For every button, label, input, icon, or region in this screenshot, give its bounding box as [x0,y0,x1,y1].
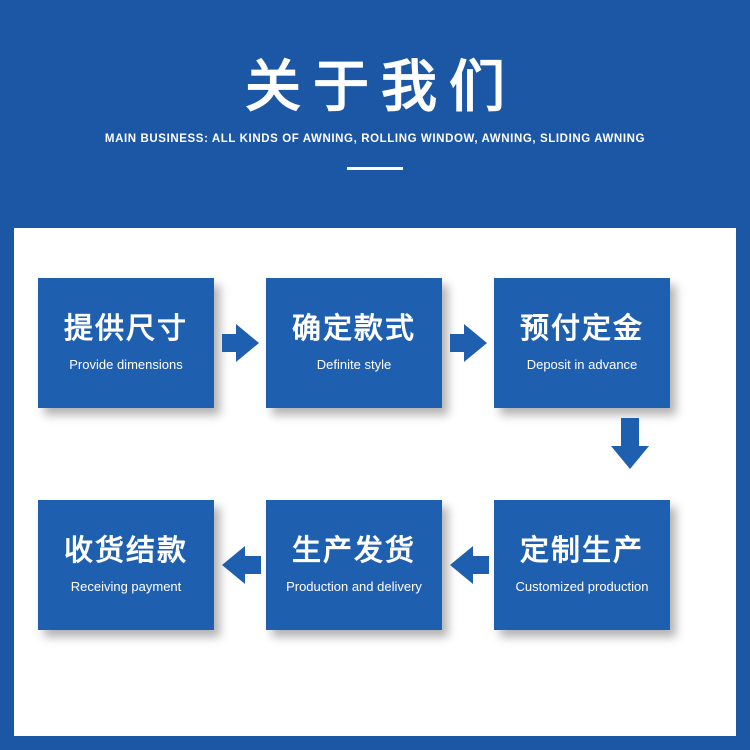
flow-step-customized-production[interactable]: 定制生产 Customized production [494,500,670,630]
flow-step-production-and-delivery[interactable]: 生产发货 Production and delivery [266,500,442,630]
flow-step-title-en: Production and delivery [286,579,422,595]
flow-step-title-cn: 收货结款 [63,534,188,567]
flow-step-title-cn: 生产发货 [291,534,416,567]
flow-step-deposit-in-advance[interactable]: 预付定金 Deposit in advance [494,278,670,408]
flow-step-title-en: Provide dimensions [69,357,183,373]
flow-step-title-en: Deposit in advance [526,357,638,373]
flow-step-title-en: Customized production [515,579,649,595]
flow-step-title-cn: 定制生产 [519,534,644,567]
flow-step-title-cn: 提供尺寸 [63,312,188,345]
arrow-down-stem [621,418,639,446]
flow-step-title-en: Definite style [316,357,392,373]
arrow-left-icon [221,546,261,584]
arrow-gap [442,546,494,584]
page-title: 关于我们 [245,55,517,118]
title-divider [347,166,403,170]
header-band: 关于我们 MAIN BUSINESS: ALL KINDS OF AWNING,… [0,0,750,228]
flow-step-provide-dimensions[interactable]: 提供尺寸 Provide dimensions [38,278,214,408]
header-subtitle: MAIN BUSINESS: ALL KINDS OF AWNING, ROLL… [104,132,646,145]
arrow-right-icon [449,324,487,362]
arrow-down-icon [600,418,660,490]
footer-strip [0,736,750,750]
arrow-gap [214,546,266,584]
flow-step-receiving-payment[interactable]: 收货结款 Receiving payment [38,500,214,630]
flow-step-title-cn: 预付定金 [519,312,644,345]
arrow-left-icon [449,546,489,584]
flow-row-bottom: 收货结款 Receiving payment 生产发货 Production a… [38,500,670,630]
flow-step-definite-style[interactable]: 确定款式 Definite style [266,278,442,408]
arrow-right-icon [221,324,259,362]
arrow-down-head [611,446,649,469]
flow-step-title-cn: 确定款式 [291,312,416,345]
flow-step-title-en: Receiving payment [70,579,182,595]
flow-row-top: 提供尺寸 Provide dimensions 确定款式 Definite st… [38,278,670,408]
arrow-gap [442,324,494,362]
arrow-gap [214,324,266,362]
flow-panel: 提供尺寸 Provide dimensions 确定款式 Definite st… [14,228,736,736]
